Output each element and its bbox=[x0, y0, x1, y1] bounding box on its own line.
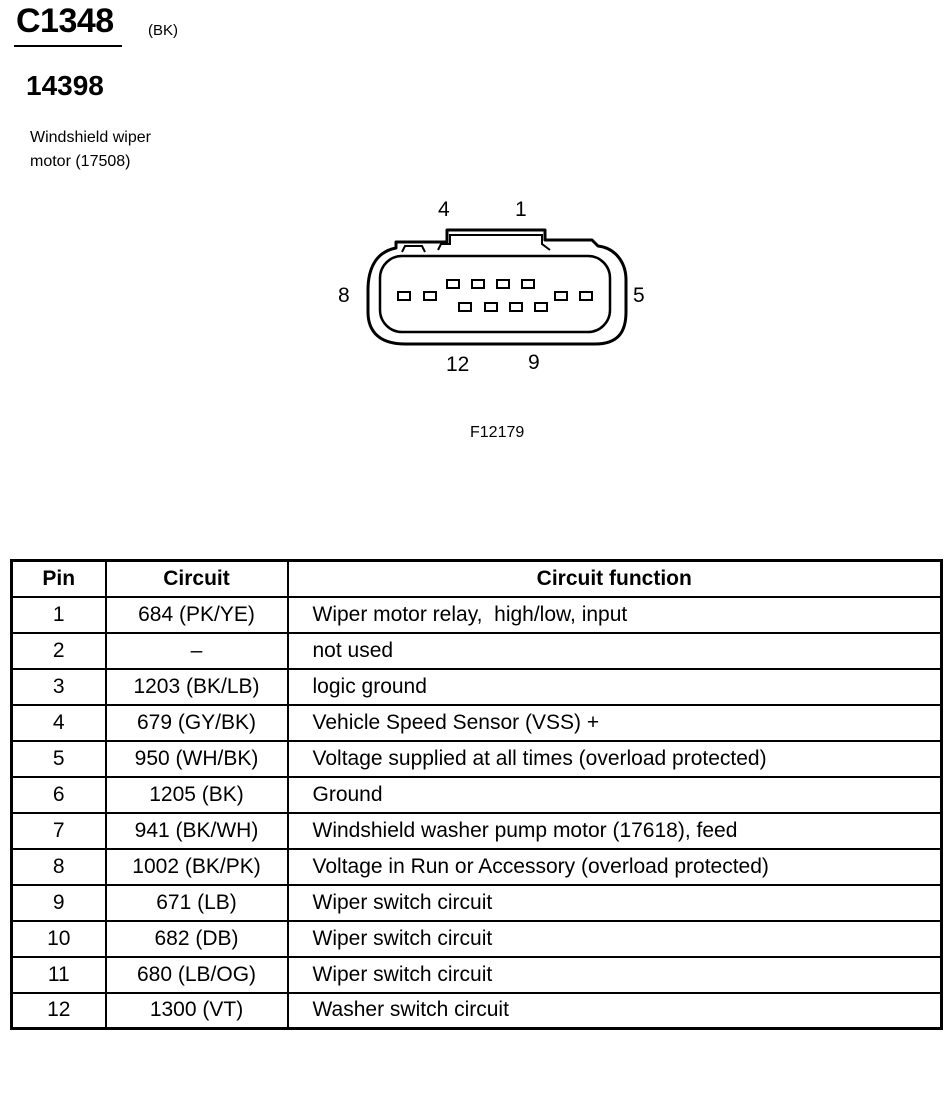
header-circuit-function: Circuit function bbox=[286, 559, 943, 598]
cell-circuit: 941 (BK/WH) bbox=[104, 811, 289, 850]
pin-label-1: 1 bbox=[515, 198, 527, 221]
table-row: 2 – not used bbox=[10, 631, 943, 670]
pin-cavity bbox=[509, 302, 523, 312]
connector-key-notch bbox=[437, 234, 551, 251]
pin-cavity bbox=[521, 279, 535, 289]
cell-pin: 4 bbox=[10, 703, 107, 742]
cell-circuit: 1205 (BK) bbox=[104, 775, 289, 814]
pin-label-9: 9 bbox=[528, 351, 540, 374]
table-row: 3 1203 (BK/LB) logic ground bbox=[10, 667, 943, 706]
pin-cavity bbox=[496, 279, 510, 289]
pin-cavity bbox=[458, 302, 472, 312]
connector-color: (BK) bbox=[148, 22, 178, 39]
pin-label-12: 12 bbox=[446, 353, 469, 376]
pin-cavity bbox=[534, 302, 548, 312]
cell-function: Voltage in Run or Accessory (overload pr… bbox=[286, 847, 943, 886]
cell-pin: 8 bbox=[10, 847, 107, 886]
table-row: 6 1205 (BK) Ground bbox=[10, 775, 943, 814]
component-name-line-2: motor (17508) bbox=[30, 153, 131, 170]
cell-function: Wiper switch circuit bbox=[286, 883, 943, 922]
table-row: 5 950 (WH/BK) Voltage supplied at all ti… bbox=[10, 739, 943, 778]
table-row: 11 680 (LB/OG) Wiper switch circuit bbox=[10, 955, 943, 994]
pin-label-8: 8 bbox=[338, 284, 350, 307]
cell-pin: 12 bbox=[10, 991, 107, 1030]
component-name-line-1: Windshield wiper bbox=[30, 129, 151, 146]
pin-cavity bbox=[579, 291, 593, 301]
pin-cavity bbox=[397, 291, 411, 301]
cell-circuit: 950 (WH/BK) bbox=[104, 739, 289, 778]
table-row: 1 684 (PK/YE) Wiper motor relay, high/lo… bbox=[10, 595, 943, 634]
part-number: 14398 bbox=[26, 70, 104, 101]
cell-circuit: 1300 (VT) bbox=[104, 991, 289, 1030]
cell-function: logic ground bbox=[286, 667, 943, 706]
pin-label-5: 5 bbox=[633, 284, 645, 307]
connector-inner-shell bbox=[378, 254, 612, 334]
pinout-table-body: 1 684 (PK/YE) Wiper motor relay, high/lo… bbox=[10, 595, 943, 1030]
cell-pin: 2 bbox=[10, 631, 107, 670]
table-row: 9 671 (LB) Wiper switch circuit bbox=[10, 883, 943, 922]
cell-pin: 6 bbox=[10, 775, 107, 814]
table-row: 7 941 (BK/WH) Windshield washer pump mot… bbox=[10, 811, 943, 850]
cell-circuit: 1002 (BK/PK) bbox=[104, 847, 289, 886]
cell-function: Vehicle Speed Sensor (VSS) + bbox=[286, 703, 943, 742]
pin-cavity bbox=[446, 279, 460, 289]
header-circuit: Circuit bbox=[104, 559, 289, 598]
cell-circuit: 671 (LB) bbox=[104, 883, 289, 922]
cell-pin: 7 bbox=[10, 811, 107, 850]
cell-pin: 5 bbox=[10, 739, 107, 778]
cell-function: Voltage supplied at all times (overload … bbox=[286, 739, 943, 778]
connector-key-ridge bbox=[401, 245, 426, 253]
table-header-row: Pin Circuit Circuit function bbox=[10, 559, 943, 598]
cell-function: not used bbox=[286, 631, 943, 670]
cell-function: Wiper motor relay, high/low, input bbox=[286, 595, 943, 634]
cell-pin: 1 bbox=[10, 595, 107, 634]
cell-circuit: 680 (LB/OG) bbox=[104, 955, 289, 994]
pin-cavities bbox=[397, 279, 593, 312]
cell-pin: 10 bbox=[10, 919, 107, 958]
cell-function: Wiper switch circuit bbox=[286, 955, 943, 994]
cell-circuit: 1203 (BK/LB) bbox=[104, 667, 289, 706]
cell-pin: 11 bbox=[10, 955, 107, 994]
cell-function: Windshield washer pump motor (17618), fe… bbox=[286, 811, 943, 850]
pin-label-4: 4 bbox=[438, 198, 450, 221]
pinout-table: Pin Circuit Circuit function 1 684 (PK/Y… bbox=[10, 559, 943, 1030]
table-row: 12 1300 (VT) Washer switch circuit bbox=[10, 991, 943, 1030]
figure-code: F12179 bbox=[470, 424, 525, 441]
cell-circuit: 682 (DB) bbox=[104, 919, 289, 958]
cell-function: Ground bbox=[286, 775, 943, 814]
connector-id: C1348 bbox=[16, 2, 114, 40]
connector-face-diagram: 4 1 8 5 12 9 bbox=[338, 198, 645, 376]
cell-circuit: – bbox=[104, 631, 289, 670]
pin-cavity bbox=[423, 291, 437, 301]
pin-cavity bbox=[554, 291, 568, 301]
cell-function: Wiper switch circuit bbox=[286, 919, 943, 958]
cell-pin: 9 bbox=[10, 883, 107, 922]
header-pin: Pin bbox=[10, 559, 107, 598]
pin-cavity bbox=[484, 302, 498, 312]
cell-function: Washer switch circuit bbox=[286, 991, 943, 1030]
pin-cavity bbox=[471, 279, 485, 289]
table-row: 10 682 (DB) Wiper switch circuit bbox=[10, 919, 943, 958]
connector-outer-shell bbox=[366, 228, 628, 346]
cell-circuit: 684 (PK/YE) bbox=[104, 595, 289, 634]
connector-id-underline bbox=[14, 45, 122, 47]
table-row: 8 1002 (BK/PK) Voltage in Run or Accesso… bbox=[10, 847, 943, 886]
table-row: 4 679 (GY/BK) Vehicle Speed Sensor (VSS)… bbox=[10, 703, 943, 742]
cell-circuit: 679 (GY/BK) bbox=[104, 703, 289, 742]
cell-pin: 3 bbox=[10, 667, 107, 706]
